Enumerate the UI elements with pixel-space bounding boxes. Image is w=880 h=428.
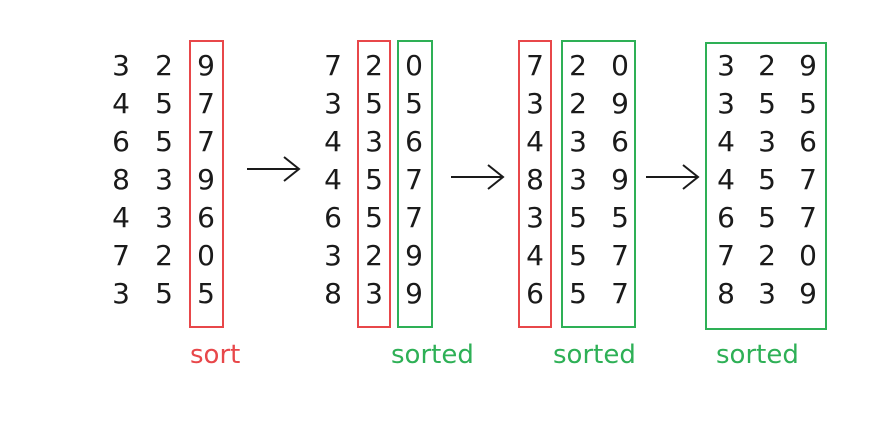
digit-cell: 7 [611, 239, 629, 272]
digit-cell: 9 [405, 277, 423, 310]
digit-cell: 5 [799, 87, 817, 120]
digit-cell: 6 [405, 125, 423, 158]
digit-cell: 3 [526, 201, 544, 234]
digit-cell: 6 [197, 201, 215, 234]
digit-cell: 5 [155, 277, 173, 310]
digit-cell: 3 [155, 201, 173, 234]
digit-cell: 7 [197, 87, 215, 120]
digit-cell: 2 [569, 49, 587, 82]
digit-cell: 7 [112, 239, 130, 272]
digit-cell: 4 [526, 239, 544, 272]
digit-cell: 7 [611, 277, 629, 310]
digit-cell: 4 [324, 163, 342, 196]
digit-cell: 7 [799, 201, 817, 234]
digit-cell: 9 [799, 49, 817, 82]
digit-cell: 7 [405, 163, 423, 196]
digit-cell: 8 [526, 163, 544, 196]
sort-column-box [357, 40, 391, 328]
digit-cell: 5 [758, 163, 776, 196]
digit-cell: 5 [405, 87, 423, 120]
digit-cell: 0 [197, 239, 215, 272]
digit-cell: 5 [365, 87, 383, 120]
digit-cell: 7 [405, 201, 423, 234]
digit-cell: 5 [758, 87, 776, 120]
digit-cell: 4 [112, 201, 130, 234]
digit-cell: 3 [155, 163, 173, 196]
sort-column-box [518, 40, 552, 328]
digit-cell: 3 [365, 125, 383, 158]
sorted-result-box [705, 42, 827, 330]
digit-cell: 7 [717, 239, 735, 272]
digit-cell: 9 [799, 277, 817, 310]
digit-cell: 3 [324, 239, 342, 272]
digit-cell: 4 [324, 125, 342, 158]
digit-cell: 4 [526, 125, 544, 158]
digit-cell: 4 [112, 87, 130, 120]
digit-cell: 5 [365, 163, 383, 196]
digit-cell: 6 [112, 125, 130, 158]
right-arrow-icon [646, 164, 700, 190]
digit-cell: 9 [197, 49, 215, 82]
digit-cell: 8 [717, 277, 735, 310]
sorted-column-box [397, 40, 433, 328]
digit-cell: 7 [526, 49, 544, 82]
digit-cell: 5 [155, 125, 173, 158]
digit-cell: 8 [324, 277, 342, 310]
digit-cell: 5 [155, 87, 173, 120]
right-arrow-icon [247, 156, 301, 182]
digit-cell: 2 [758, 49, 776, 82]
sort-label: sort [190, 340, 241, 370]
digit-cell: 7 [799, 163, 817, 196]
sort-column-box [189, 40, 224, 328]
digit-cell: 5 [197, 277, 215, 310]
digit-cell: 9 [405, 239, 423, 272]
digit-cell: 6 [526, 277, 544, 310]
digit-cell: 3 [569, 125, 587, 158]
digit-cell: 3 [526, 87, 544, 120]
digit-cell: 2 [155, 239, 173, 272]
digit-cell: 5 [611, 201, 629, 234]
digit-cell: 3 [717, 49, 735, 82]
digit-cell: 7 [197, 125, 215, 158]
digit-cell: 6 [611, 125, 629, 158]
sorted-label: sorted [391, 340, 474, 370]
digit-cell: 6 [799, 125, 817, 158]
sorted-label: sorted [716, 340, 799, 370]
digit-cell: 5 [365, 201, 383, 234]
digit-cell: 3 [717, 87, 735, 120]
digit-cell: 5 [569, 239, 587, 272]
digit-cell: 0 [405, 49, 423, 82]
digit-cell: 0 [799, 239, 817, 272]
digit-cell: 5 [569, 277, 587, 310]
right-arrow-icon [451, 164, 505, 190]
digit-cell: 3 [569, 163, 587, 196]
digit-cell: 3 [112, 277, 130, 310]
digit-cell: 2 [365, 49, 383, 82]
digit-cell: 3 [112, 49, 130, 82]
digit-cell: 9 [611, 87, 629, 120]
sorted-columns-box [561, 40, 636, 328]
digit-cell: 5 [569, 201, 587, 234]
digit-cell: 4 [717, 125, 735, 158]
digit-cell: 3 [324, 87, 342, 120]
digit-cell: 3 [758, 277, 776, 310]
digit-cell: 7 [324, 49, 342, 82]
digit-cell: 2 [365, 239, 383, 272]
digit-cell: 2 [155, 49, 173, 82]
sorted-label: sorted [553, 340, 636, 370]
digit-cell: 2 [569, 87, 587, 120]
digit-cell: 5 [758, 201, 776, 234]
digit-cell: 2 [758, 239, 776, 272]
digit-cell: 3 [365, 277, 383, 310]
digit-cell: 4 [717, 163, 735, 196]
digit-cell: 8 [112, 163, 130, 196]
digit-cell: 9 [197, 163, 215, 196]
digit-cell: 3 [758, 125, 776, 158]
digit-cell: 6 [717, 201, 735, 234]
digit-cell: 9 [611, 163, 629, 196]
digit-cell: 6 [324, 201, 342, 234]
digit-cell: 0 [611, 49, 629, 82]
